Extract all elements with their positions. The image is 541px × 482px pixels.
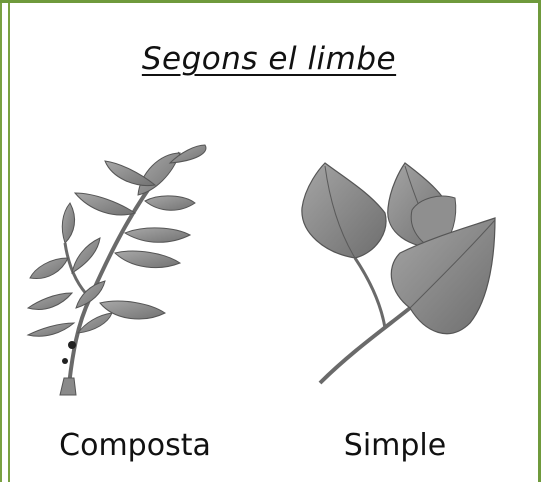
leaflet [28, 323, 74, 336]
caption-simple: Simple [315, 428, 475, 463]
slide-title: Segons el limbe [0, 41, 538, 77]
leaflet [72, 238, 100, 273]
compound-leaf-drawing [20, 133, 220, 403]
simple-leaf-drawing [290, 158, 500, 388]
leaflet [115, 251, 180, 268]
leaf [302, 163, 386, 258]
leaflet [28, 293, 72, 310]
caption-compound: Composta [45, 428, 225, 463]
leaflet [30, 258, 68, 279]
leaflet [125, 228, 190, 242]
leaflet [75, 193, 135, 215]
leaflet [145, 196, 195, 210]
leaflet [62, 203, 74, 243]
